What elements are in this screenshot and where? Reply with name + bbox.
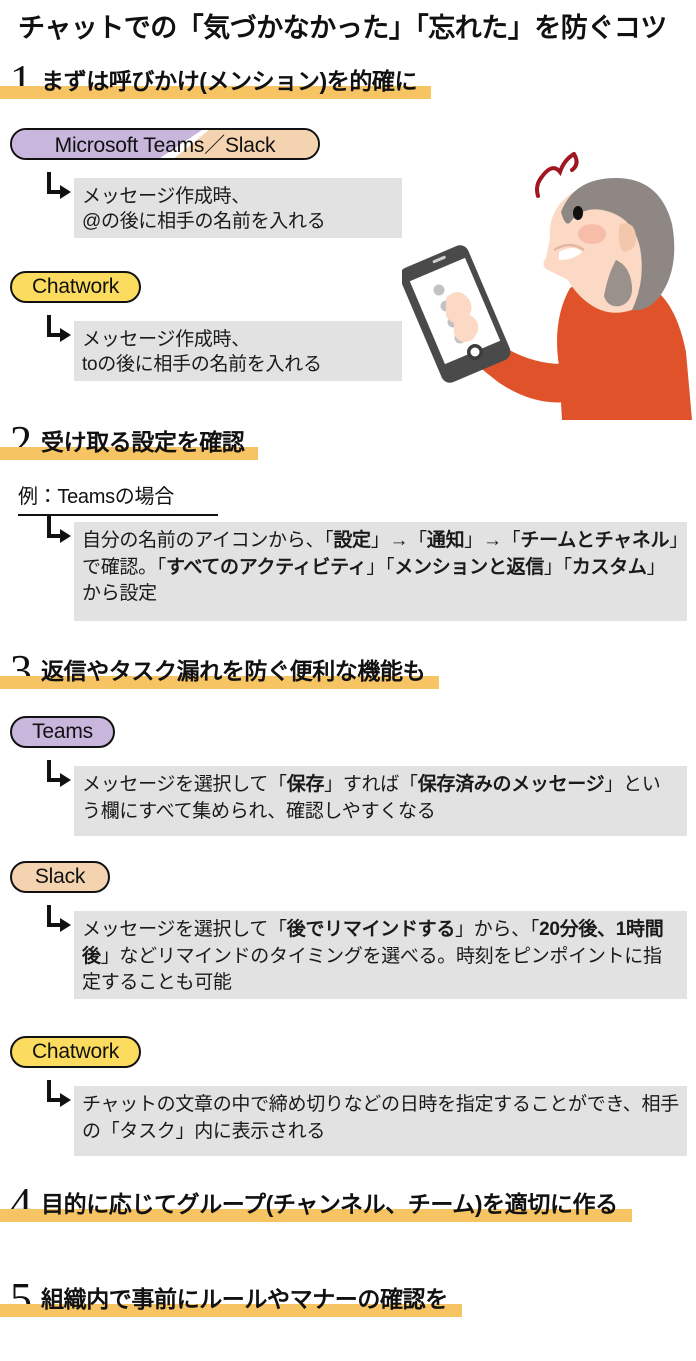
description-line: メッセージ作成時、 [82, 186, 250, 207]
elbow-arrow-icon [46, 1080, 72, 1110]
step-title-4: 目的に応じてグループ(チャンネル、チーム)を適切に作る [41, 1191, 618, 1217]
description-line: toの後に相手の名前を入れる [82, 354, 322, 376]
step-title-5: 組織内で事前にルールやマナーの確認を [41, 1286, 448, 1312]
elbow-arrow-icon [46, 315, 72, 345]
hair [561, 178, 675, 311]
badge-slack[interactable]: Slack [10, 861, 110, 893]
elbow-arrow-icon [46, 760, 72, 790]
eye [573, 206, 583, 220]
step-heading-2: 2 受け取る設定を確認 [0, 419, 259, 463]
elbow-arrow-icon [46, 172, 72, 202]
badge-label: Chatwork [31, 1040, 120, 1063]
person-with-smartphone-illustration [402, 120, 696, 420]
badge-label: Teams [32, 720, 93, 743]
mouth [559, 248, 582, 260]
badge-label: Slack [34, 865, 86, 888]
description-box-1-2: メッセージ作成時、 toの後に相手の名前を入れる [74, 321, 402, 381]
sideburn [604, 260, 633, 307]
step-title-3: 返信やタスク漏れを防ぐ便利な機能も [41, 658, 426, 684]
example-label-teams: 例：Teamsの場合 [18, 480, 218, 516]
description-box-3-teams: メッセージを選択して「保存」すれば「保存済みのメッセージ」という欄にすべて集めら… [74, 766, 687, 836]
step-heading-3: 3 返信やタスク漏れを防ぐ便利な機能も [0, 648, 440, 692]
cheek [578, 224, 606, 244]
description-box-3-chatwork: チャットの文章の中で締め切りなどの日時を指定することができ、相手の「タスク」内に… [74, 1086, 687, 1156]
shirt [557, 277, 692, 420]
anger-mark-icon [535, 152, 579, 198]
step-title-1: まずは呼びかけ(メンション)を的確に [41, 68, 418, 94]
description-line: メッセージ作成時、 [82, 329, 250, 350]
badge-chatwork-1[interactable]: Chatwork [10, 271, 141, 303]
heading-highlight-2 [0, 447, 259, 460]
elbow-arrow-icon [46, 516, 72, 546]
badge-teams[interactable]: Teams [10, 716, 115, 748]
elbow-arrow-icon [46, 905, 72, 935]
step-heading-1: 1 まずは呼びかけ(メンション)を的確に [0, 58, 432, 102]
step-heading-4: 4 目的に応じてグループ(チャンネル、チーム)を適切に作る [0, 1181, 632, 1225]
heading-highlight-1 [0, 86, 432, 99]
description-box-2: 自分の名前のアイコンから、「設定」→「通知」→「チームとチャネル」で確認。「すべ… [74, 522, 687, 621]
badge-label: Microsoft Teams／Slack [54, 134, 276, 157]
heading-highlight-3 [0, 676, 440, 689]
badge-label: Chatwork [31, 275, 120, 298]
step-heading-5: 5 組織内で事前にルールやマナーの確認を [0, 1276, 462, 1320]
badge-microsoft-teams-slack[interactable]: Microsoft Teams／Slack [10, 128, 320, 160]
ear [618, 223, 637, 252]
page-title: チャットでの「気づかなかった」「忘れた」を防ぐコツ [18, 13, 667, 43]
heading-highlight-4 [0, 1209, 632, 1222]
badge-chatwork-2[interactable]: Chatwork [10, 1036, 141, 1068]
description-box-1-1: メッセージ作成時、 @の後に相手の名前を入れる [74, 178, 402, 238]
description-box-3-slack: メッセージを選択して「後でリマインドする」から、「20分後、1時間後」などリマイ… [74, 911, 687, 999]
heading-highlight-5 [0, 1304, 462, 1317]
description-line: @の後に相手の名前を入れる [82, 211, 326, 233]
step-title-2: 受け取る設定を確認 [41, 429, 245, 455]
